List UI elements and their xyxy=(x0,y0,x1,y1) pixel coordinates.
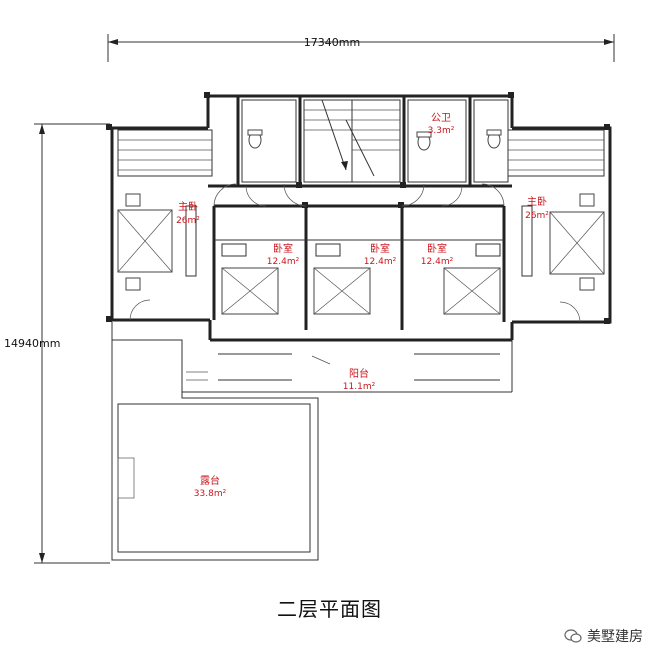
bathroom-fixtures xyxy=(241,99,509,183)
bedroom-2-area: 12.4m² xyxy=(364,257,397,267)
watermark-text: 美墅建房 xyxy=(587,629,643,645)
bedroom-1-name: 卧室 xyxy=(273,242,293,255)
drawing-title: 二层平面图 xyxy=(277,597,382,621)
terrace-area xyxy=(111,322,319,561)
master-right-name: 主卧 xyxy=(527,195,547,208)
bedroom-beds xyxy=(221,243,501,315)
master-bedroom-right-furniture xyxy=(521,193,605,291)
master-left-name: 主卧 xyxy=(178,200,198,213)
public-bath-area: 3.3m² xyxy=(428,126,455,136)
bedroom-2-name: 卧室 xyxy=(370,242,390,255)
dimension-lines xyxy=(34,34,615,564)
terrace-area-label: 33.8m² xyxy=(194,489,227,499)
master-left-area: 26m² xyxy=(176,216,200,226)
terrace-name: 露台 xyxy=(200,474,220,487)
balcony-area-label: 11.1m² xyxy=(343,382,376,392)
bedroom-3-name: 卧室 xyxy=(427,242,447,255)
staircase xyxy=(303,99,401,183)
exterior-walls xyxy=(110,94,612,342)
master-bedroom-left-furniture xyxy=(117,193,197,291)
watermark: 美墅建房 xyxy=(564,626,643,646)
width-dimension-label: 17340mm xyxy=(304,36,360,49)
balcony-name: 阳台 xyxy=(349,367,369,380)
side-railings xyxy=(117,129,605,177)
bedroom-3-area: 12.4m² xyxy=(421,257,454,267)
public-bath-name: 公卫 xyxy=(431,113,451,124)
wall-ticks xyxy=(106,92,610,324)
height-dimension-label: 14940mm xyxy=(4,337,60,350)
master-right-area: 26m² xyxy=(525,211,549,221)
bedroom-1-area: 12.4m² xyxy=(267,257,300,267)
chat-bubble-icon xyxy=(564,629,582,643)
door-swings xyxy=(129,183,581,323)
